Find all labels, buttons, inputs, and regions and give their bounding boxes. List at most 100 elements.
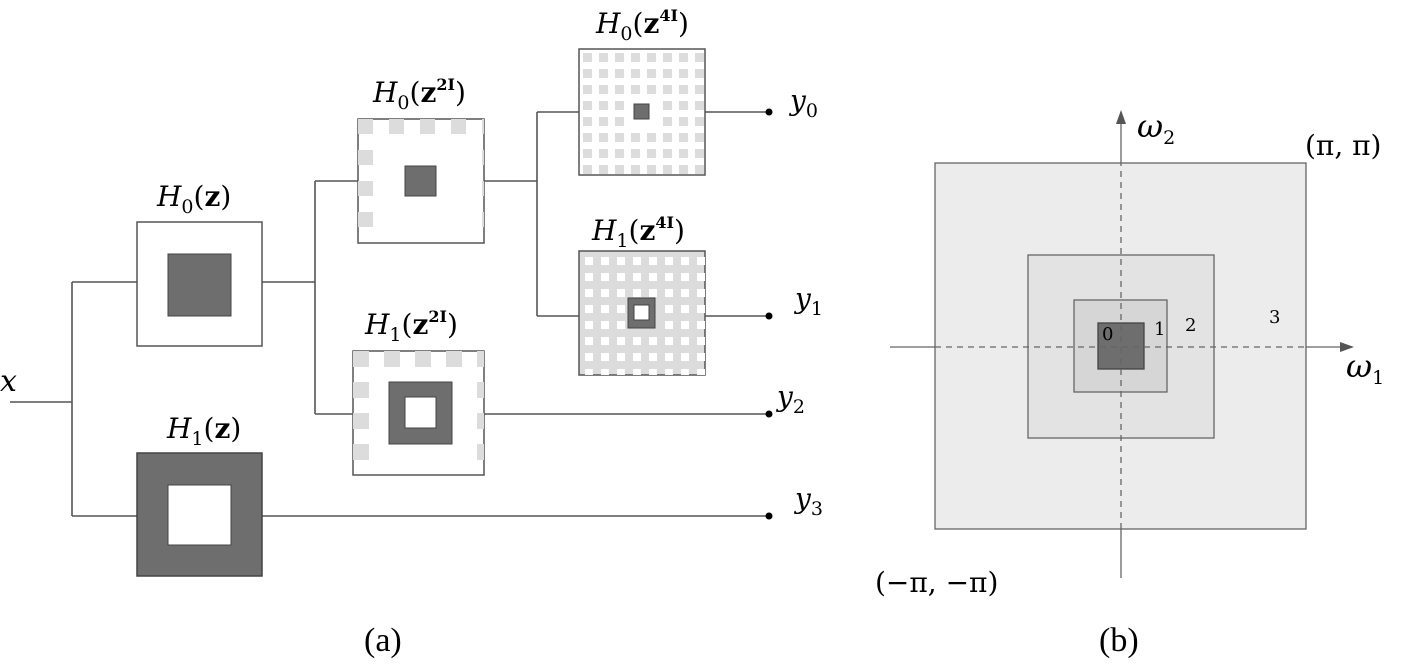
alias-square [599, 53, 608, 62]
aliased-passbands [358, 119, 484, 227]
output-label-y3: y3 [793, 482, 823, 520]
omega1-axis-label: ω1 [1346, 347, 1384, 389]
alias-square [599, 101, 608, 110]
band-label-1: 1 [1154, 319, 1165, 340]
alias-square [601, 273, 609, 281]
alias-square [482, 150, 484, 165]
alias-square [631, 85, 640, 94]
alias-square [679, 117, 688, 126]
stopband-center [167, 484, 232, 546]
alias-square [585, 369, 593, 375]
alias-square [663, 85, 672, 94]
alias-square [358, 181, 373, 196]
alias-square [617, 353, 625, 361]
alias-square [665, 321, 673, 329]
alias-square [601, 369, 609, 375]
alias-square [663, 165, 672, 174]
stopband-center [633, 304, 650, 321]
alias-square [633, 273, 641, 281]
panel-a-filter-bank: x H0(z) H1(z) H0(z2I) H1(z2I) [0, 6, 823, 659]
alias-square [353, 382, 369, 398]
alias-square [583, 101, 592, 110]
band-label-3: 3 [1269, 307, 1280, 328]
panel-b-frequency-plane: ω1 ω2 (π, π) (−π, −π) 0 1 2 3 (b) [875, 107, 1384, 659]
alias-square [681, 257, 689, 265]
alias-square [358, 119, 373, 134]
alias-square [583, 149, 592, 158]
alias-square [353, 444, 369, 460]
alias-square [601, 337, 609, 345]
alias-square [633, 369, 641, 375]
alias-square [615, 133, 624, 142]
filter-h0-level2-label: H0(z2I) [372, 75, 466, 114]
alias-square [663, 133, 672, 142]
alias-square [585, 273, 593, 281]
alias-square [681, 337, 689, 345]
alias-square [695, 149, 704, 158]
alias-square [665, 273, 673, 281]
alias-square [583, 53, 592, 62]
alias-square [585, 257, 593, 265]
alias-square [477, 351, 484, 367]
filter-h1-level2-label: H1(z2I) [364, 307, 458, 346]
alias-square [633, 257, 641, 265]
aliased-passbands [353, 351, 484, 460]
output-node-y1 [765, 312, 773, 320]
filter-h0-level1: H0(z) [136, 180, 263, 347]
alias-square [599, 149, 608, 158]
alias-square [695, 53, 704, 62]
alias-square [663, 53, 672, 62]
alias-square [617, 337, 625, 345]
passband-lowpass [167, 253, 232, 317]
passband-lowpass [404, 165, 437, 197]
alias-square [617, 305, 625, 313]
omega2-axis-label: ω2 [1137, 107, 1175, 149]
alias-square [389, 119, 404, 134]
alias-square [617, 289, 625, 297]
alias-square [599, 69, 608, 78]
alias-square [695, 165, 704, 174]
filter-h1-level3: H1(z4I) [578, 213, 706, 376]
alias-square [633, 353, 641, 361]
alias-square [615, 101, 624, 110]
filter-h0-level3: H0(z4I) [578, 6, 706, 176]
alias-square [601, 321, 609, 329]
alias-square [601, 305, 609, 313]
alias-square [585, 289, 593, 297]
alias-square [663, 101, 672, 110]
alias-square [697, 257, 705, 265]
alias-square [599, 165, 608, 174]
filter-h0-level1-label: H0(z) [156, 180, 231, 218]
alias-square [697, 353, 705, 361]
alias-square [679, 53, 688, 62]
alias-square [615, 165, 624, 174]
alias-square [631, 165, 640, 174]
filter-h1-level3-label: H1(z4I) [591, 213, 685, 252]
alias-square [649, 257, 657, 265]
alias-square [665, 337, 673, 345]
corner-label-top-right: (π, π) [1305, 129, 1381, 162]
alias-square [649, 353, 657, 361]
alias-square [695, 69, 704, 78]
alias-square [679, 69, 688, 78]
alias-square [681, 369, 689, 375]
alias-square [482, 119, 484, 134]
filter-h0-level2: H0(z2I) [357, 75, 485, 244]
filter-h1-level1-label: H1(z) [166, 412, 241, 450]
alias-square [633, 337, 641, 345]
alias-square [679, 165, 688, 174]
alias-square [631, 69, 640, 78]
alias-square [679, 133, 688, 142]
filter-h1-level2: H1(z2I) [352, 307, 485, 476]
alias-square [647, 69, 656, 78]
alias-square [615, 53, 624, 62]
alias-square [585, 353, 593, 361]
alias-square [617, 273, 625, 281]
filter-h0-level3-label: H0(z4I) [595, 6, 689, 45]
band-label-0: 0 [1102, 324, 1113, 345]
output-label-y0: y0 [788, 84, 818, 122]
passband-lowpass [633, 103, 650, 120]
alias-square [585, 321, 593, 329]
alias-square [451, 119, 466, 134]
